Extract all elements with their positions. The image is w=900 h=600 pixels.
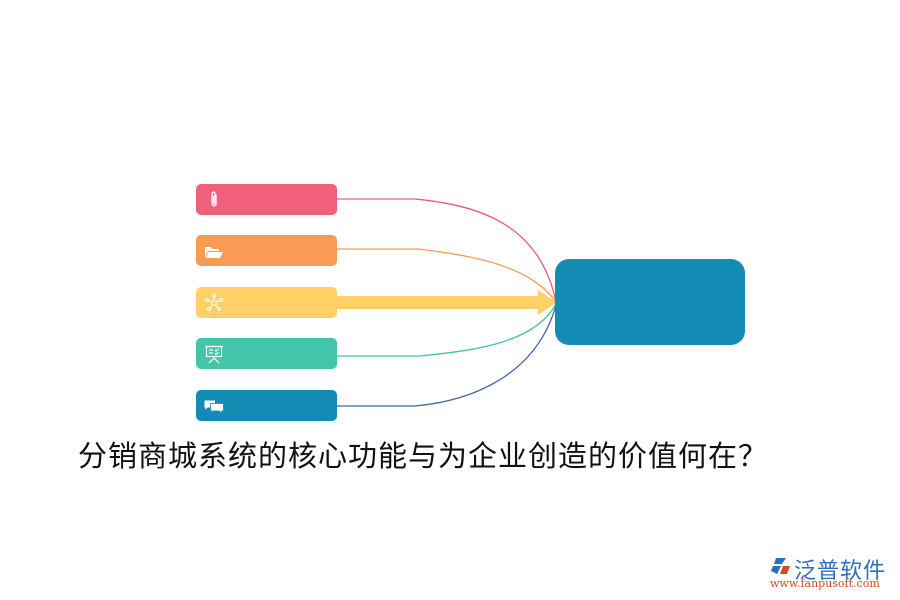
node-paperclip[interactable] [196, 184, 337, 215]
connector-line-1 [337, 198, 557, 303]
watermark-logo: 泛普软件 www.fanpusoft.com [770, 553, 895, 593]
connector-line-4 [337, 303, 557, 357]
main-arrow [330, 290, 557, 315]
page-title: 分销商城系统的核心功能与为企业创造的价值何在？ [78, 439, 769, 473]
fanpu-logo-icon [771, 558, 790, 574]
connector-line-5 [337, 304, 557, 407]
connector-line-2 [337, 248, 557, 303]
watermark-brand: 泛普软件 [794, 559, 887, 584]
node-presentation[interactable] [196, 338, 337, 369]
node-folder[interactable] [196, 235, 337, 266]
center-node[interactable] [555, 259, 745, 345]
watermark-url: www.fanpusoft.com [770, 577, 880, 590]
node-chat[interactable] [196, 390, 337, 421]
presentation-board-icon [205, 345, 223, 364]
network-icon [204, 293, 224, 312]
folder-open-icon [205, 247, 223, 258]
paperclip-icon [211, 191, 217, 207]
node-network[interactable] [196, 287, 337, 318]
chat-bubbles-icon [204, 400, 224, 415]
